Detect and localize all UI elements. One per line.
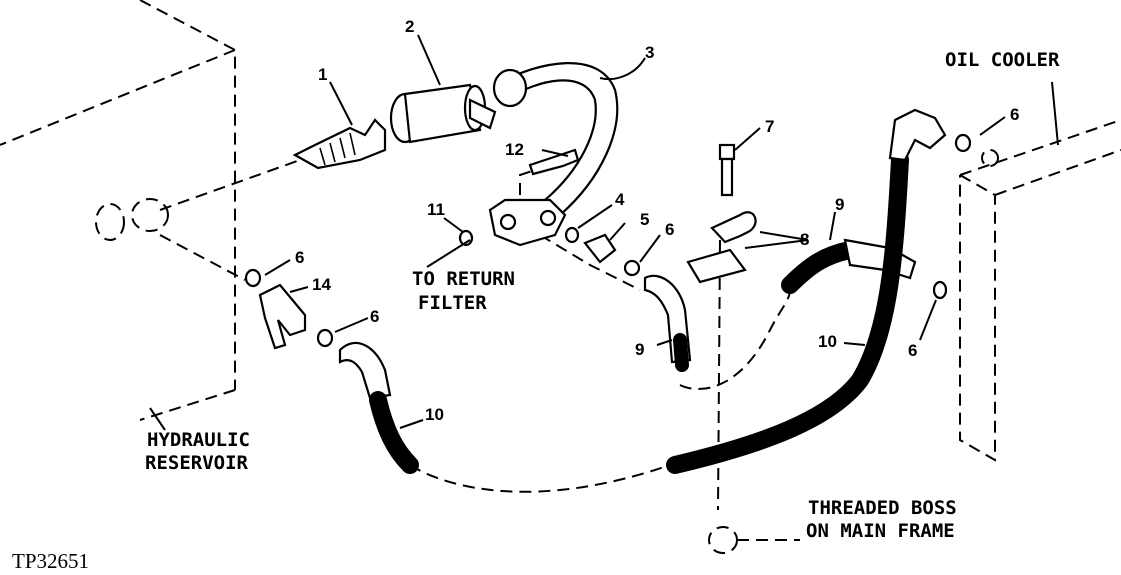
to-return-filter-label-line2: FILTER — [418, 292, 487, 314]
hydraulic-reservoir-label-line1: HYDRAULIC — [147, 429, 250, 451]
oil-cooler-label: OIL COOLER — [945, 49, 1060, 71]
callout-2: 2 — [405, 17, 414, 36]
hydraulic-reservoir-outline — [0, 0, 236, 421]
part-14-tee — [258, 283, 307, 350]
part-4-o-ring — [564, 226, 580, 244]
to-return-filter-label-line1: TO RETURN — [412, 268, 515, 290]
callout-10-a: 10 — [818, 332, 837, 351]
callout-numbers: 1 2 3 12 11 4 5 6 7 8 9 9 10 10 6 14 6 6… — [295, 17, 1019, 424]
reservoir-port — [95, 198, 169, 241]
leader-lines — [149, 34, 1059, 431]
part-7-bolt — [718, 143, 736, 197]
callout-6-b: 6 — [295, 248, 304, 267]
part-2-coupling — [389, 83, 497, 144]
part-10-hose-main — [666, 108, 947, 474]
callout-10-b: 10 — [425, 405, 444, 424]
threaded-boss-label-line1: THREADED BOSS — [808, 497, 957, 519]
part-1-fitting — [292, 118, 387, 170]
callout-1: 1 — [318, 65, 327, 84]
callout-8: 8 — [800, 230, 809, 249]
callout-5: 5 — [640, 210, 649, 229]
assembly-lines — [159, 159, 800, 554]
hydraulic-reservoir-label-line2: RESERVOIR — [145, 452, 249, 474]
figure-id: TP32651 — [12, 549, 89, 573]
part-8-clamps — [686, 211, 757, 284]
callout-12: 12 — [505, 140, 524, 159]
callout-4: 4 — [615, 190, 625, 209]
callout-7: 7 — [765, 117, 774, 136]
callout-6-a: 6 — [665, 220, 674, 239]
part-9-hose-left — [643, 274, 692, 372]
callout-11: 11 — [427, 200, 445, 219]
part-10-hose-left — [338, 341, 419, 474]
callout-6-c: 6 — [370, 307, 379, 326]
callout-14: 14 — [312, 275, 331, 294]
callout-9-a: 9 — [835, 195, 844, 214]
part-5-connector — [583, 233, 617, 264]
part-3-tube — [488, 62, 619, 247]
callout-6-e: 6 — [908, 341, 917, 360]
threaded-boss-label-line2: ON MAIN FRAME — [806, 520, 955, 542]
part-6-o-rings — [244, 133, 972, 348]
callout-3: 3 — [645, 43, 654, 62]
callout-6-d: 6 — [1010, 105, 1019, 124]
oil-cooler-outline — [959, 119, 1121, 462]
callout-9-b: 9 — [635, 340, 644, 359]
